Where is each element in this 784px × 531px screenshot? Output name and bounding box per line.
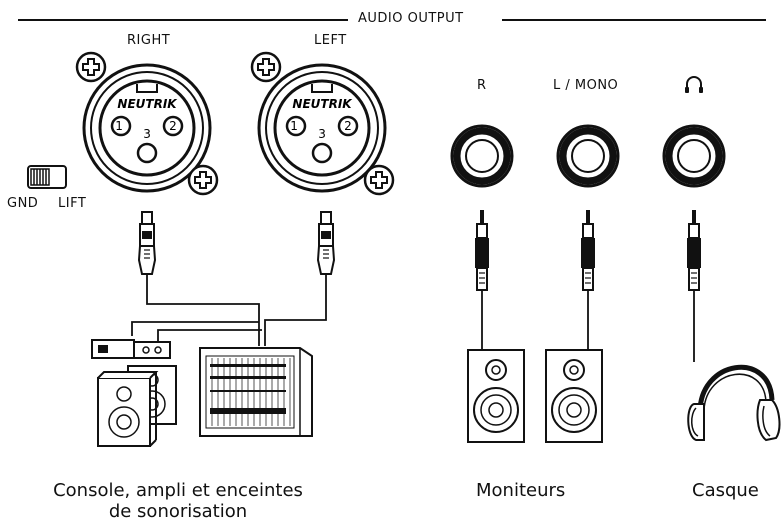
xlr-connector-right: NEUTRIK 1 2 3: [82, 63, 212, 193]
xlr-right-pin-2: 2: [169, 119, 177, 133]
ground-lift-switch[interactable]: [27, 165, 67, 189]
xlr-cables: [131, 274, 327, 346]
jack-cables: [481, 290, 695, 362]
xlr-plug-right: [138, 211, 156, 275]
ground-label: GND: [7, 196, 39, 211]
xlr-left-label: LEFT: [314, 33, 347, 48]
caption-pa-line1: Console, ampli et enceintes: [53, 480, 303, 501]
caption-headphones: Casque: [692, 480, 759, 501]
lift-label: LIFT: [58, 196, 87, 211]
jack-socket-l-mono: [558, 126, 618, 186]
xlr-right-pin-3: 3: [143, 127, 151, 141]
screw-icon: [187, 164, 219, 196]
studio-monitor-icon: [545, 349, 603, 443]
jack-plug-r: [474, 209, 490, 291]
screw-icon: [75, 51, 107, 83]
screw-icon: [363, 164, 395, 196]
headphones-illustration: [687, 364, 781, 442]
xlr-plug-left: [317, 211, 335, 275]
audio-output-title: AUDIO OUTPUT: [358, 11, 464, 26]
caption-pa-system: Console, ampli et enceintes de sonorisat…: [28, 480, 328, 522]
xlr-right-pin-1: 1: [115, 119, 123, 133]
studio-monitor-icon: [467, 349, 525, 443]
caption-pa-line2: de sonorisation: [108, 501, 248, 522]
screw-icon: [250, 51, 282, 83]
xlr-right-brand: NEUTRIK: [117, 97, 178, 111]
mixing-console-icon: [199, 347, 313, 437]
jack-plug-l-mono: [580, 209, 596, 291]
jack-socket-r: [452, 126, 512, 186]
xlr-left-brand: NEUTRIK: [292, 97, 353, 111]
headphones-icon: [685, 76, 703, 93]
xlr-right-label: RIGHT: [127, 33, 171, 48]
caption-monitors: Moniteurs: [476, 480, 566, 501]
jack-r-label: R: [477, 78, 487, 93]
jack-plug-headphones: [686, 209, 702, 291]
xlr-left-pin-2: 2: [344, 119, 352, 133]
xlr-left-pin-1: 1: [290, 119, 298, 133]
jack-socket-headphones: [664, 126, 724, 186]
pa-speaker-icon: [97, 371, 159, 447]
jack-l-mono-label: L / MONO: [553, 78, 619, 93]
xlr-left-pin-3: 3: [318, 127, 326, 141]
xlr-connector-left: NEUTRIK 1 2 3: [257, 63, 387, 193]
amplifier-icon: [91, 339, 171, 359]
